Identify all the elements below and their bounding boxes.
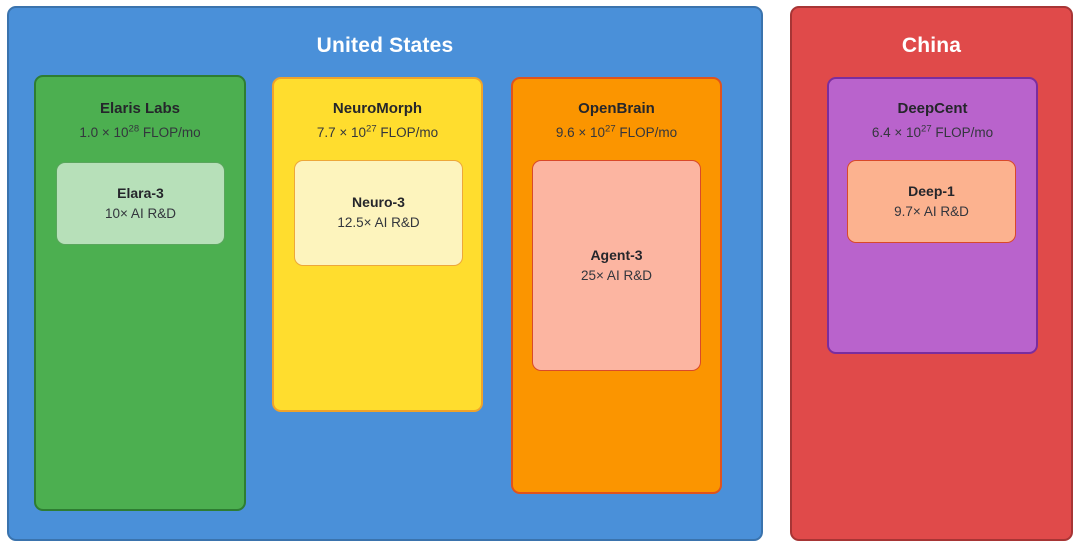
compute-mantissa: 1.0 × 10 (79, 125, 129, 140)
model-box-neuro-3[interactable]: Neuro-3 12.5× AI R&D (294, 160, 463, 266)
model-box-agent-3[interactable]: Agent-3 25× AI R&D (532, 160, 701, 371)
model-rd-deep-1: 9.7× AI R&D (894, 203, 969, 219)
compute-mantissa: 9.6 × 10 (555, 125, 606, 140)
compute-unit: FLOP/mo (376, 125, 439, 140)
model-box-deep-1[interactable]: Deep-1 9.7× AI R&D (847, 160, 1016, 243)
compute-unit: FLOP/mo (139, 125, 201, 140)
compute-exponent: 27 (921, 123, 932, 135)
compute-mantissa: 7.7 × 10 (316, 125, 367, 140)
model-rd-elara-3: 10× AI R&D (105, 205, 176, 221)
model-rd-neuro-3: 12.5× AI R&D (337, 215, 420, 231)
company-name-elaris-labs: Elaris Labs (99, 100, 181, 117)
compute-exponent: 27 (366, 123, 377, 135)
country-title-united-states: United States (316, 34, 454, 57)
model-name-elara-3: Elara-3 (117, 184, 164, 201)
model-box-elara-3[interactable]: Elara-3 10× AI R&D (56, 162, 225, 245)
company-name-deepcent: DeepCent (897, 100, 968, 117)
model-rd-agent-3: 25× AI R&D (581, 267, 652, 283)
company-compute-neuromorph: 7.7 × 1027 FLOP/mo (274, 123, 481, 140)
model-name-agent-3: Agent-3 (590, 246, 643, 263)
compute-unit: FLOP/mo (615, 125, 678, 140)
company-name-openbrain: OpenBrain (578, 100, 655, 117)
compute-mantissa: 6.4 × 10 (871, 125, 922, 140)
company-name-neuromorph: NeuroMorph (332, 100, 423, 117)
compute-exponent: 28 (128, 123, 140, 135)
compute-exponent: 27 (605, 123, 616, 135)
company-compute-openbrain: 9.6 × 1027 FLOP/mo (513, 123, 720, 140)
country-title-china: China (901, 34, 962, 57)
model-name-neuro-3: Neuro-3 (352, 194, 405, 211)
company-compute-elaris-labs: 1.0 × 1028 FLOP/mo (36, 123, 244, 140)
company-compute-deepcent: 6.4 × 1027 FLOP/mo (829, 123, 1036, 140)
model-name-deep-1: Deep-1 (908, 182, 955, 199)
company-box-elaris-labs[interactable]: Elaris Labs 1.0 × 1028 FLOP/mo (34, 75, 246, 511)
compute-unit: FLOP/mo (931, 125, 994, 140)
